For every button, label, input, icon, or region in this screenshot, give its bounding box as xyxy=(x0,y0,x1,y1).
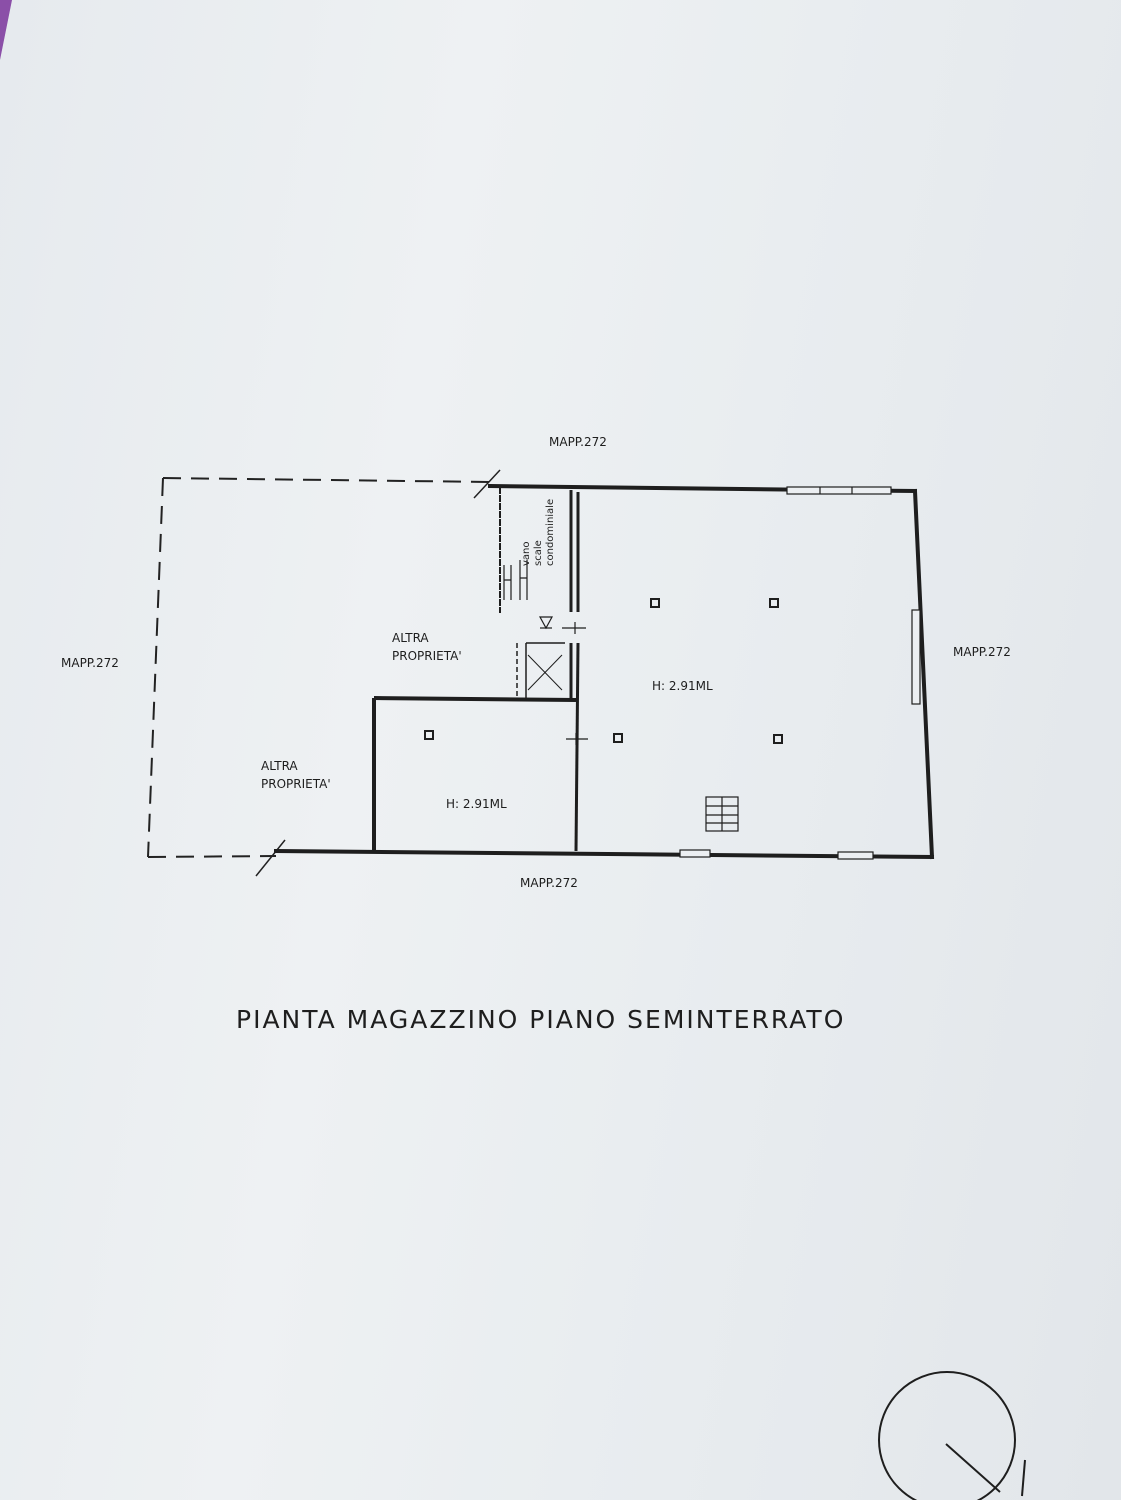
staircase xyxy=(705,796,739,832)
stair-label-line1: vano xyxy=(521,541,532,566)
room-height-label: H: 2.91ML xyxy=(652,679,713,693)
boundary-tick xyxy=(255,839,286,877)
room-height-label: H: 2.91ML xyxy=(446,797,507,811)
other-property-label-line2: PROPRIETA' xyxy=(392,649,462,663)
plan-title: PIANTA MAGAZZINO PIANO SEMINTERRATO xyxy=(236,1005,845,1034)
stair-well xyxy=(503,560,554,630)
door-markers xyxy=(562,622,588,745)
north-arrow-icon xyxy=(878,1371,1026,1500)
stair-label-line2: scale xyxy=(533,540,544,566)
boundary-label-left: MAPP.272 xyxy=(61,656,119,670)
other-property-label-line1: ALTRA xyxy=(261,759,298,773)
other-property-outline xyxy=(147,477,491,858)
other-property-label-line2: PROPRIETA' xyxy=(261,777,331,791)
boundary-label-top: MAPP.272 xyxy=(549,435,607,449)
boundary-tick xyxy=(473,469,501,499)
windows xyxy=(679,486,921,860)
boundary-label-bottom: MAPP.272 xyxy=(520,876,578,890)
stair-label-line3: condominiale xyxy=(545,499,556,566)
boundary-label-right: MAPP.272 xyxy=(953,645,1011,659)
interior-walls xyxy=(372,490,580,852)
pillars xyxy=(424,598,783,744)
stair-well-label: vano scale condominiale xyxy=(521,499,556,566)
other-property-label-line1: ALTRA xyxy=(392,631,429,645)
